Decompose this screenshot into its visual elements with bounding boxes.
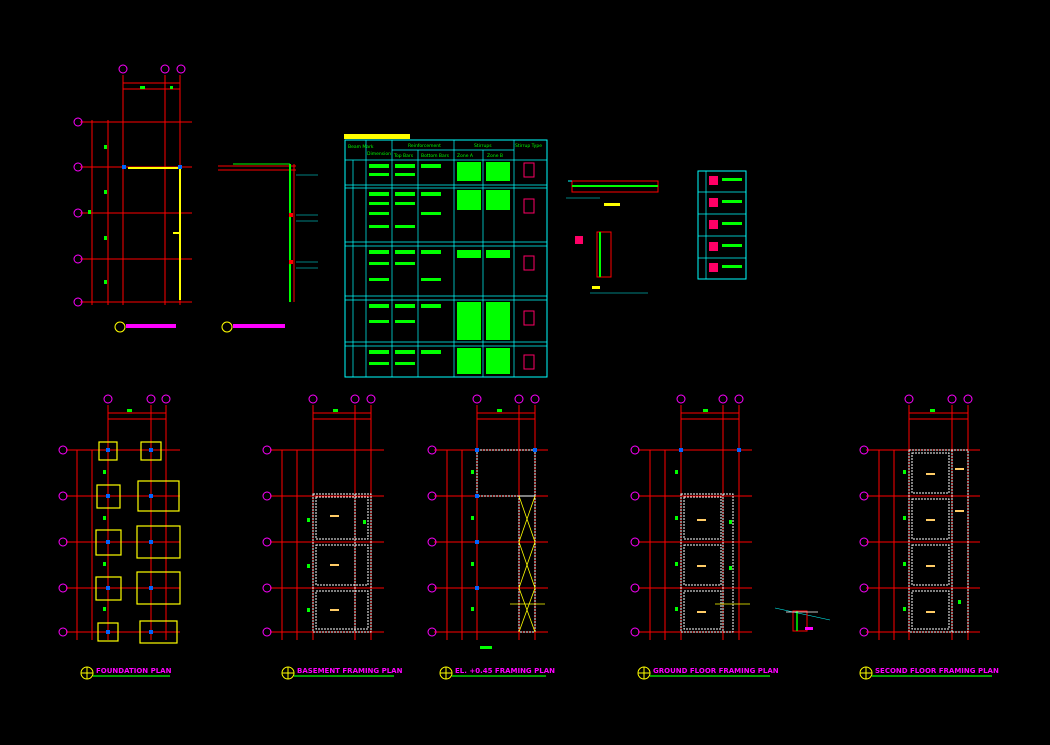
schedule-col-zone-b: Zone B: [487, 153, 503, 159]
foundation-plan: FOUNDATION PLAN: [58, 394, 181, 680]
top-partial-plan-dims: [88, 86, 173, 284]
second-floor-framing-plan: SECOND FLOOR FRAMING PLAN: [859, 394, 999, 680]
beam-schedule-table: Beam Mark Dimension Reinforcement Top Ba…: [344, 134, 548, 378]
top-plan-label-1: [114, 321, 176, 333]
top-partial-plan-bubbles: [73, 64, 186, 307]
el-plan-title: EL. +0.45 FRAMING PLAN: [455, 667, 555, 675]
schedule-col-reinforcement: Reinforcement: [408, 143, 441, 149]
schedule-col-top: Top Bars: [393, 153, 414, 159]
basement-plan-title: BASEMENT FRAMING PLAN: [297, 667, 403, 675]
ground-floor-framing-plan: GROUND FLOOR FRAMING PLAN: [630, 394, 779, 680]
schedule-col-type: Stirrup Type: [515, 143, 542, 149]
schedule-col-bottom: Bottom Bars: [421, 153, 450, 159]
column-detail-table: [697, 170, 747, 280]
ground-plan-title: GROUND FLOOR FRAMING PLAN: [653, 667, 779, 675]
small-section-detail: [774, 607, 831, 632]
foundation-plan-title: FOUNDATION PLAN: [96, 667, 172, 675]
section-strip: [218, 163, 318, 333]
top-partial-plan-beams: [128, 167, 181, 300]
schedule-col-zone-a: Zone A: [457, 153, 474, 159]
schedule-col-stirrups: Stirrups: [474, 143, 492, 149]
basement-framing-plan: BASEMENT FRAMING PLAN: [262, 394, 403, 680]
top-partial-plan-columns: [122, 165, 182, 169]
top-partial-plan: [80, 75, 192, 305]
second-plan-title: SECOND FLOOR FRAMING PLAN: [875, 667, 999, 675]
schedule-col-mark: Beam Mark: [348, 144, 374, 150]
schedule-col-dimension: Dimension: [367, 151, 391, 157]
el-framing-plan: EL. +0.45 FRAMING PLAN: [427, 394, 555, 680]
beam-detail-elevation: [566, 180, 659, 294]
